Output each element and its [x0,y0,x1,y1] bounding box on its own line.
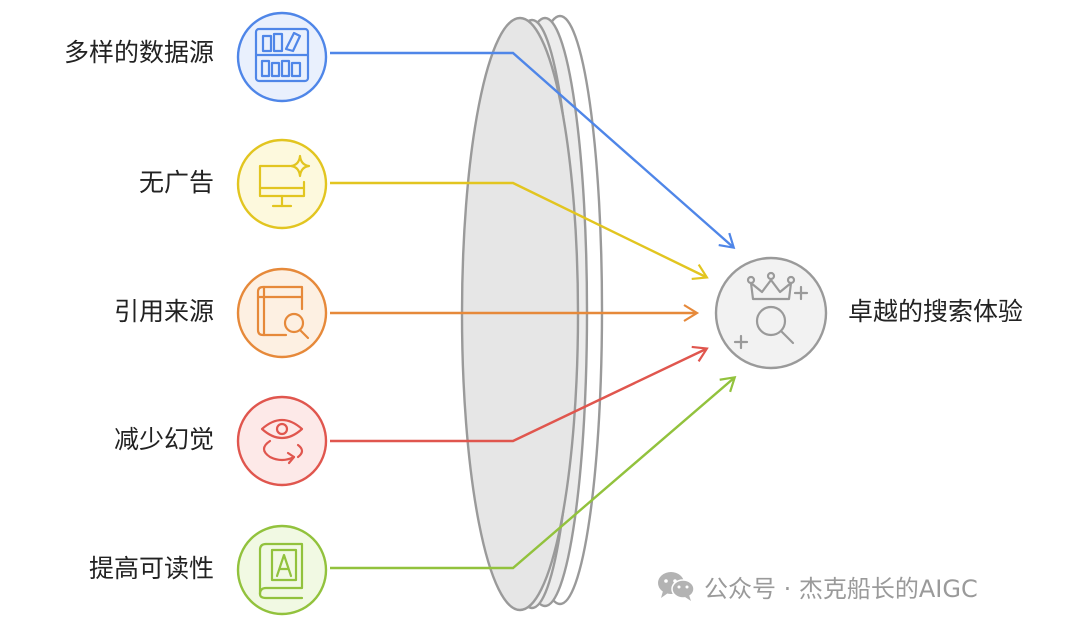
watermark: 公众号 · 杰克船长的AIGC [656,568,978,604]
book-letter-a-icon [258,542,304,600]
feature-node-cite-sources [236,267,328,359]
feature-node-no-ads [236,138,328,230]
feature-label-data-sources: 多样的数据源 [63,38,214,67]
target-label: 卓越的搜索体验 [848,297,1024,326]
feature-node-reduce-hallucination [236,395,328,487]
connector-arrow-5 [330,375,737,570]
feature-label-no-ads: 无广告 [138,168,214,197]
feature-label-readability: 提高可读性 [88,554,214,583]
eye-cycle-icon [260,418,304,465]
watermark-text: 公众号 · 杰克船长的AIGC [704,574,978,603]
wechat-icon [658,572,695,601]
connectors [330,51,737,570]
crown-search-icon [733,271,809,350]
feature-label-reduce-hallucination: 减少幻觉 [113,425,214,454]
feature-node-readability [236,524,328,616]
connector-arrow-2 [330,181,709,281]
connector-arrow-4 [330,345,709,443]
bookshelf-icon [254,27,310,83]
feature-label-cite-sources: 引用来源 [113,297,214,326]
book-search-icon [256,285,310,340]
connector-arrow-1 [330,51,736,250]
feature-node-data-sources [236,11,328,103]
target-node-search-experience [714,256,828,370]
monitor-sparkle-icon [258,154,311,208]
